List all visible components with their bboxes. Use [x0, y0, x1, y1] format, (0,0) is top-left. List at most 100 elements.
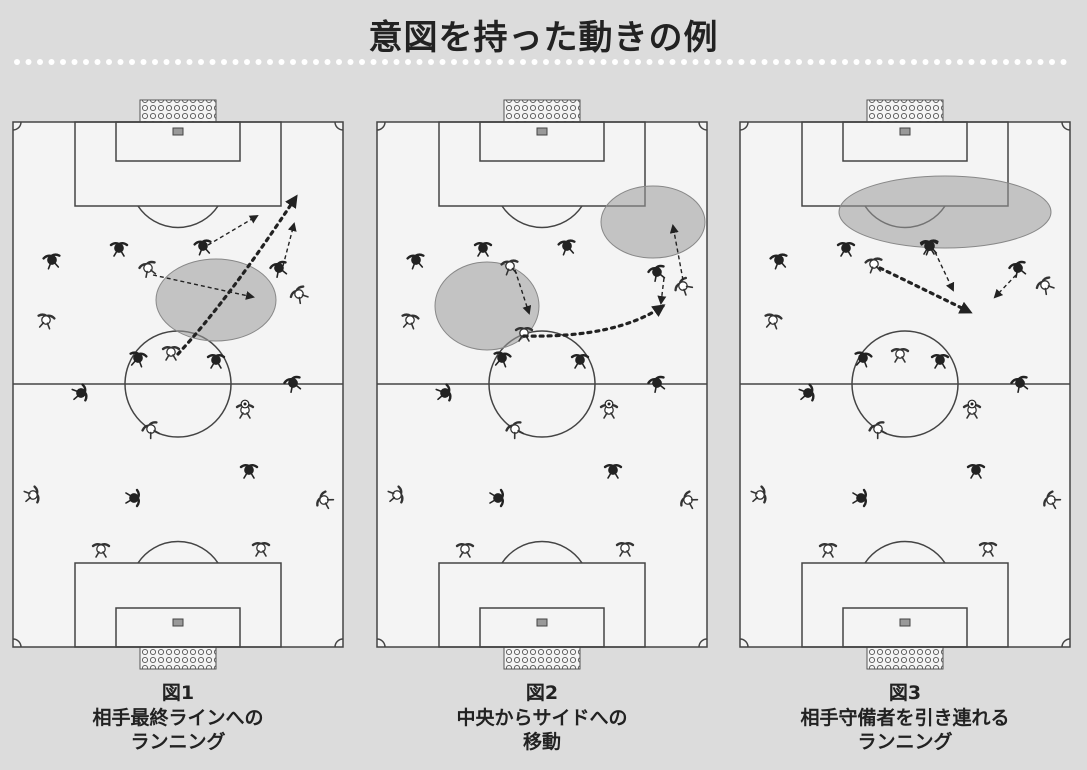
goal-net-bottom — [139, 646, 217, 670]
opponent-player — [557, 239, 576, 256]
teammate-player — [289, 285, 309, 305]
corner-arc — [12, 121, 22, 131]
run-arrow — [669, 224, 684, 281]
goal-net-top — [866, 99, 944, 123]
caption-fig3-number: 図3 — [888, 682, 922, 704]
opponent-player — [647, 264, 666, 283]
opponent-player — [435, 383, 452, 402]
opponent-player — [1010, 375, 1029, 394]
pitch-fig1 — [12, 99, 344, 670]
ball-icon — [967, 399, 977, 409]
teammate-player — [141, 421, 161, 440]
teammate-player — [37, 313, 56, 330]
run-arrow — [152, 274, 255, 300]
opponent-player — [473, 242, 493, 257]
caption-fig1: 図1 相手最終ラインへの ランニング — [13, 681, 343, 755]
teammate-player — [750, 485, 767, 504]
teammate-player — [868, 421, 888, 440]
defensive-line-zone — [838, 175, 1052, 249]
opponent-player — [966, 464, 986, 479]
teammate-player — [401, 313, 420, 330]
corner-arc — [12, 638, 22, 648]
goalkeeper-bottom — [536, 618, 548, 627]
caption-fig1-line2: ランニング — [130, 731, 226, 754]
opponent-player — [854, 351, 873, 368]
opponent-player — [193, 239, 212, 256]
opponent-player — [798, 383, 815, 402]
run-arrow — [207, 214, 259, 246]
corner-arc — [334, 121, 344, 131]
goalkeeper-bottom — [899, 618, 911, 627]
caption-fig2-line2: 移動 — [522, 731, 561, 754]
caption-fig3-line2: ランニング — [857, 731, 953, 754]
target-space-zone — [155, 258, 277, 342]
opponent-player — [269, 260, 288, 279]
caption-fig2: 図2 中央からサイドへの 移動 — [377, 681, 707, 755]
main-run-arrow — [176, 194, 298, 356]
goalkeeper-bottom — [172, 618, 184, 627]
teammate-player — [864, 257, 883, 274]
opponent-player — [42, 253, 61, 270]
corner-arc — [1061, 121, 1071, 131]
diagrams-canvas — [12, 99, 1071, 670]
ball-icon — [604, 399, 614, 409]
goal-net-bottom — [503, 646, 581, 670]
penalty-arc-top — [137, 205, 219, 229]
penalty-arc-top — [501, 205, 583, 229]
teammate-player — [1035, 276, 1055, 296]
goalkeeper-top — [899, 127, 911, 136]
opponent-player — [603, 464, 623, 479]
goal-area-top — [115, 121, 241, 162]
opponent-player — [283, 375, 302, 394]
teammate-player — [680, 490, 699, 510]
corner-arc — [739, 638, 749, 648]
opponent-player — [406, 253, 425, 270]
goal-area-top — [842, 121, 968, 162]
opponent-player — [919, 240, 939, 255]
caption-fig2-line1: 中央からサイドへの — [456, 706, 628, 729]
teammate-player — [91, 543, 111, 558]
opponent-player — [769, 253, 788, 270]
corner-arc — [376, 638, 386, 648]
run-arrow — [514, 269, 532, 315]
opponent-player — [493, 351, 512, 368]
goalkeeper-top — [172, 127, 184, 136]
corner-arc — [376, 121, 386, 131]
pitch-fig2 — [376, 99, 708, 670]
corner-arc — [334, 638, 344, 648]
main-run-arrow — [522, 304, 666, 338]
corner-arc — [698, 121, 708, 131]
teammate-player — [23, 485, 40, 504]
teammate-player — [505, 421, 525, 440]
opponent-player — [239, 464, 259, 479]
teammate-player — [316, 490, 335, 510]
penalty-arc-bottom — [137, 540, 219, 564]
teammate-player — [978, 542, 998, 557]
penalty-arc-bottom — [501, 540, 583, 564]
goal-area-bottom — [115, 607, 241, 648]
center-circle — [851, 330, 959, 438]
teammate-player — [138, 260, 157, 279]
teammate-player — [764, 313, 783, 330]
teammate-player — [818, 543, 838, 558]
run-arrow — [282, 222, 297, 267]
target-space-zone — [600, 185, 706, 259]
teammate-player — [890, 348, 910, 363]
opponent-player — [852, 488, 867, 508]
teammate-player — [455, 543, 475, 558]
opponent-player — [836, 242, 856, 257]
opponent-player — [71, 383, 88, 402]
corner-arc — [1061, 638, 1071, 648]
teammate-player — [387, 485, 404, 504]
caption-fig2-number: 図2 — [525, 682, 559, 704]
opponent-player — [647, 375, 666, 394]
teammate-player — [615, 542, 635, 557]
caption-fig1-line1: 相手最終ラインへの — [92, 706, 264, 729]
center-circle — [488, 330, 596, 438]
penalty-arc-bottom — [864, 540, 946, 564]
opponent-player — [930, 354, 950, 369]
vacated-space-zone — [434, 261, 540, 351]
teammate-player — [1043, 490, 1062, 510]
goal-net-bottom — [866, 646, 944, 670]
ball-icon — [240, 399, 250, 409]
